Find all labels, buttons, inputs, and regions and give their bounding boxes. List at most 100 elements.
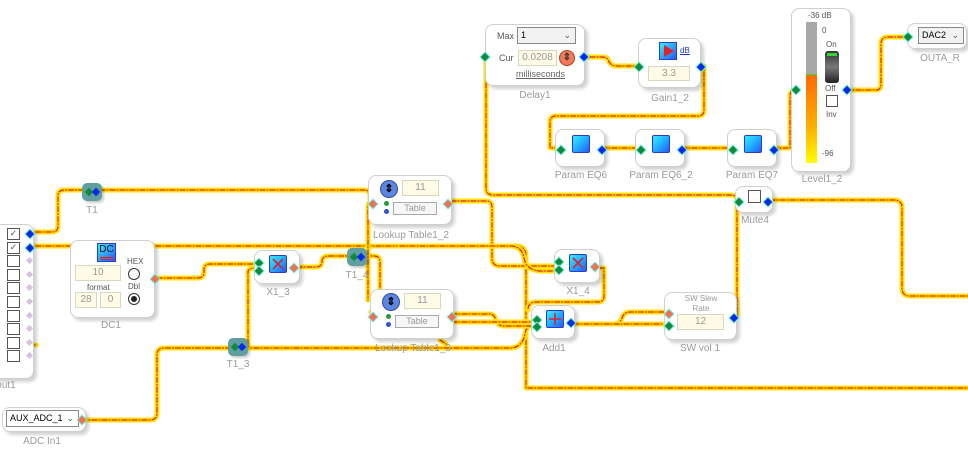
t1-block[interactable] [82,183,102,201]
lookup-table1-2-adjust-icon[interactable]: ⇕ [380,180,398,198]
wire-connection[interactable] [399,245,557,272]
sw-vol1-input-pin[interactable] [664,321,674,331]
outa-r-block[interactable]: DAC2 ⌄ [903,23,967,49]
wire-connection[interactable] [579,56,642,67]
wire-connection[interactable] [845,36,909,91]
sw-vol1-block[interactable]: SW Slew Rate 12 [664,292,739,340]
level1-2-block[interactable]: -36 dB 0 On Off Inv -96 [791,8,852,172]
out1-inactive-pin[interactable] [25,325,34,333]
wire-connection[interactable] [527,267,605,311]
dc1-block[interactable]: DC 10 format 28 0 HEX Dbl [70,240,160,318]
out1-inactive-pin[interactable] [25,297,34,306]
lookup-table1-2-input-pin[interactable] [368,199,378,209]
add1-input-pin-2[interactable] [532,322,542,332]
lookup-table1-3-input-pin[interactable] [368,312,378,322]
lookup-table1-3-table-button[interactable]: Table [395,315,439,328]
level1-2-input-pin[interactable] [791,85,801,95]
wire-connection[interactable] [35,189,86,233]
lookup-table1-2-table-button[interactable]: Table [393,202,437,215]
wire-connection[interactable] [296,255,351,268]
wire-connection[interactable] [363,255,381,301]
out1-channel-checkbox[interactable]: ✓ [7,228,20,240]
param-eq6-2-block[interactable] [635,129,687,167]
delay1-adjust-icon[interactable]: ⇕ [559,50,575,66]
param-eq6-2-output-pin[interactable] [677,145,687,155]
lookup-table1-3-block[interactable]: ⇕ 11 Table [368,289,457,339]
lookup-table1-3-adjust-icon[interactable]: ⇕ [382,293,400,311]
out1-channel-checkbox[interactable] [7,309,20,322]
out1-channel-checkbox[interactable] [7,323,20,336]
dc1-hex-radio[interactable] [128,268,140,280]
out1-channel-checkbox[interactable] [7,336,20,349]
wire-connection[interactable] [450,200,557,267]
out1-channel-checkbox[interactable] [7,350,20,363]
delay1-max-dropdown[interactable]: 1 ⌄ [517,27,576,44]
out1-channel-checkbox[interactable] [7,296,20,308]
wire-connection[interactable] [769,199,968,297]
dc1-dbl-radio[interactable] [128,293,140,305]
sw-vol1-output-pin[interactable] [729,313,739,323]
out1-channel-checkbox[interactable]: ✓ [7,241,20,254]
add1-block[interactable] [531,305,576,339]
out1-inactive-pin[interactable] [25,284,34,292]
out1-block[interactable]: ✓✓ [0,224,35,379]
adc-in1-block[interactable]: AUX_ADC_1 ⌄ [2,407,87,432]
sw-vol1-rate-input-pin[interactable] [664,309,674,319]
gain1-2-db-link[interactable]: dB [680,46,690,55]
add1-output-pin[interactable] [566,318,576,328]
x1-3-input-pin-2[interactable] [254,266,264,276]
param-eq6-input-pin[interactable] [556,145,566,155]
param-eq7-output-pin[interactable] [769,145,779,155]
dc1-value-field[interactable]: 10 [75,265,121,281]
out1-inactive-pin[interactable] [25,311,34,319]
out1-inactive-pin[interactable] [25,338,34,346]
param-eq6-2-input-pin[interactable] [636,145,646,155]
adc-in1-dropdown[interactable]: AUX_ADC_1 ⌄ [6,410,79,427]
sw-vol1-value-field[interactable]: 12 [677,314,724,330]
t1-3-block[interactable] [228,338,248,356]
level1-2-inv-checkbox[interactable] [826,95,838,107]
wire-connection[interactable] [81,347,229,421]
t1-4-block[interactable] [347,248,367,266]
mute4-block[interactable] [734,186,773,213]
lookup-table1-2-block[interactable]: ⇕ 11 Table [368,175,453,225]
t1-3-output-pin[interactable] [237,342,247,352]
param-eq6-output-pin[interactable] [597,145,607,155]
mute4-output-pin[interactable] [763,197,773,207]
out1-active-pin[interactable] [25,229,35,239]
adc-in1-output-pin[interactable] [77,415,87,425]
wire-connection[interactable] [549,65,705,149]
wire-connection[interactable] [439,339,447,345]
wire-connection[interactable] [243,319,535,349]
dc1-format-a-field[interactable]: 28 [75,292,97,308]
delay1-units-link[interactable]: milliseconds [516,69,566,79]
level1-2-output-pin[interactable] [842,85,852,95]
gain1-2-value-field[interactable]: 3.3 [648,66,690,81]
delay1-cur-field[interactable]: 0.0208 [518,50,557,66]
param-eq6-block[interactable] [555,129,607,167]
out1-channel-checkbox[interactable] [7,268,20,281]
lookup-table1-2-value-field[interactable]: 11 [402,180,439,196]
x1-3-block[interactable] [254,250,300,284]
x1-4-input-pin-2[interactable] [554,265,564,275]
out1-inactive-pin[interactable] [25,352,34,360]
gain1-2-block[interactable]: dB 3.3 [634,38,706,88]
param-eq7-block[interactable] [727,129,779,167]
out1-channel-checkbox[interactable] [7,255,20,268]
outa-r-dropdown[interactable]: DAC2 ⌄ [918,27,964,44]
dc1-format-b-field[interactable]: 0 [100,292,121,308]
t1-4-output-pin[interactable] [356,252,366,262]
mute4-input-pin[interactable] [734,197,744,207]
lookup-table1-3-value-field[interactable]: 11 [404,293,441,309]
out1-inactive-pin[interactable] [25,257,34,265]
delay1-block[interactable]: Max 1 ⌄ Cur 0.0208 ⇕ milliseconds [480,24,589,86]
out1-inactive-pin[interactable] [25,270,34,278]
x1-3-output-pin[interactable] [289,263,299,273]
x1-4-output-pin[interactable] [590,262,600,272]
out1-channel-checkbox[interactable] [7,282,20,295]
mute4-checkbox[interactable] [748,190,761,203]
out1-active-pin[interactable] [25,243,35,252]
level1-2-toggle-switch[interactable] [825,51,839,83]
t1-output-pin[interactable] [91,187,101,197]
lookup-table1-2-output-pin[interactable] [443,199,453,209]
